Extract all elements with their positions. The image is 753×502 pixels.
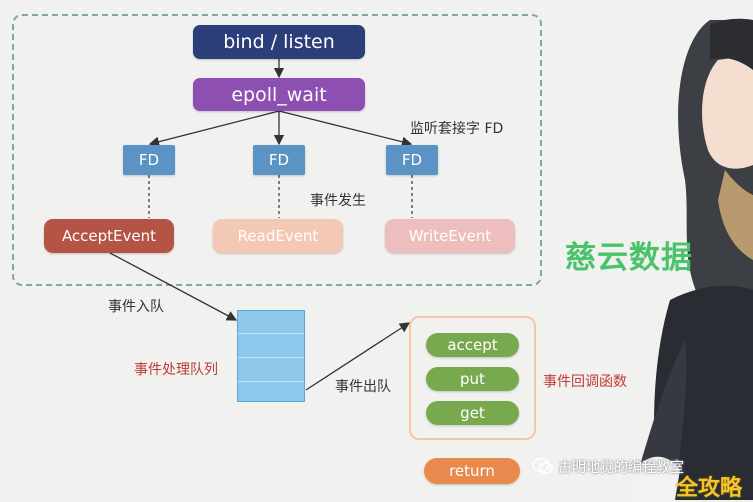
anime-character-illustration — [630, 18, 753, 500]
callback-accept: accept — [426, 333, 519, 357]
epoll-wait-node: epoll_wait — [193, 78, 365, 111]
wechat-account-watermark: 古明地觉的编程教室 — [558, 460, 684, 476]
brand-watermark-top: 慈云数据 — [565, 240, 693, 276]
bind-listen-node: bind / listen — [193, 25, 365, 59]
epoll-region-frame — [12, 14, 542, 286]
return-node: return — [424, 458, 520, 484]
arrow-epoll-to-fd1 — [148, 110, 280, 147]
label-event-occurs: 事件发生 — [310, 193, 366, 209]
write-event-node: WriteEvent — [385, 219, 515, 253]
arrow-queue-to-callbacks — [305, 322, 411, 391]
callback-group-frame — [409, 316, 536, 440]
label-listen-socket-fd: 监听套接字 FD — [410, 121, 504, 137]
arrow-epoll-to-fd3 — [278, 110, 413, 147]
accept-event-node: AcceptEvent — [44, 219, 174, 253]
read-event-node: ReadEvent — [213, 219, 343, 253]
fd-node-1: FD — [123, 145, 175, 175]
label-dequeue: 事件出队 — [335, 379, 391, 395]
label-callback-functions: 事件回调函数 — [543, 374, 627, 390]
fd-node-3: FD — [386, 145, 438, 175]
label-enqueue: 事件入队 — [108, 299, 164, 315]
callback-put: put — [426, 367, 519, 391]
queue-slot-divider — [238, 333, 304, 334]
queue-slot-divider — [238, 357, 304, 358]
fd-node-2: FD — [253, 145, 305, 175]
wechat-icon — [532, 455, 554, 477]
callback-get: get — [426, 401, 519, 425]
queue-slot-divider — [238, 381, 304, 382]
label-event-queue: 事件处理队列 — [134, 362, 218, 378]
brand-watermark-bottom: 全攻略 — [676, 476, 743, 501]
arrow-event-to-queue — [109, 252, 238, 321]
event-queue-block — [237, 310, 305, 402]
